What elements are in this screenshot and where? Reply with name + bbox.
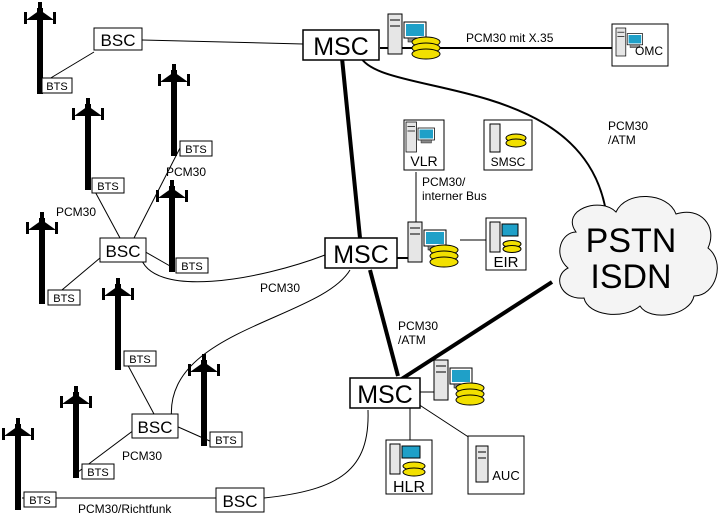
svg-text:BTS: BTS — [185, 144, 206, 156]
link-label-pcm30-atm-right-2: /ATM — [608, 133, 636, 147]
auc-label: AUC — [492, 468, 519, 483]
bts-box: BTS — [41, 77, 73, 94]
bts-box: BTS — [175, 257, 209, 274]
link-label-pcm30-atm-mid: PCM30 — [398, 319, 438, 333]
omc-label: OMC — [635, 44, 663, 58]
svg-text:BTS: BTS — [129, 354, 150, 366]
svg-text:BTS: BTS — [181, 261, 202, 273]
auc-server-icon — [475, 445, 489, 483]
link-label-pcm30-b: PCM30 — [56, 205, 96, 219]
svg-text:BTS: BTS — [215, 435, 236, 447]
svg-text:BTS: BTS — [29, 495, 50, 507]
smsc-node: SMSC — [483, 119, 533, 171]
bts-box: BTS — [209, 431, 243, 448]
msc-bottom: MSC — [349, 377, 421, 409]
link-labels: PCM30 mit X.35 PCM30 /ATM PCM30/ interne… — [56, 31, 648, 516]
svg-text:BTS: BTS — [97, 181, 118, 193]
msc-middle-label: MSC — [333, 241, 389, 269]
bts-box: BTS — [91, 177, 125, 194]
bsc-4-label: BSC — [223, 492, 258, 511]
bsc-3: BSC — [131, 413, 179, 439]
bsc-3-label: BSC — [138, 418, 173, 437]
link-label-pcm30-richtfunk: PCM30/Richtfunk — [78, 502, 172, 516]
bsc-2: BSC — [99, 237, 147, 263]
msc-middle-server-icon — [407, 221, 459, 268]
bsc-1: BSC — [93, 27, 143, 51]
antenna-icon — [72, 98, 104, 190]
hlr-node: HLR — [385, 439, 433, 496]
vlr-node: VLR — [403, 119, 445, 171]
eir-node: EIR — [485, 217, 527, 271]
link-label-pcm30-atm-mid-2: /ATM — [398, 333, 426, 347]
isdn-label: ISDN — [590, 258, 671, 296]
svg-text:BTS: BTS — [46, 81, 67, 93]
link-label-pcm30-d: PCM30 — [122, 449, 162, 463]
msc-top-server-icon — [387, 13, 441, 60]
link-label-interner-bus: interner Bus — [422, 189, 487, 203]
bts-box: BTS — [23, 491, 57, 508]
msc-bottom-server-icon — [433, 359, 485, 406]
smsc-database-icon — [489, 123, 527, 153]
msc-middle: MSC — [324, 237, 398, 269]
hlr-label: HLR — [393, 479, 425, 496]
pstn-label: PSTN — [586, 222, 677, 260]
link-label-pcm30-x35: PCM30 mit X.35 — [466, 31, 554, 45]
link-label-pcm30-a: PCM30 — [166, 165, 206, 179]
bts-box: BTS — [47, 289, 81, 306]
bsc-1-label: BSC — [101, 31, 136, 50]
smsc-label: SMSC — [491, 155, 526, 169]
bts-boxes: BTS BTS BTS BTS BTS BTS BTS BTS — [23, 77, 243, 508]
link-label-pcm30-bus: PCM30/ — [422, 175, 466, 189]
bts-box: BTS — [123, 350, 157, 367]
pstn-isdn-cloud: PSTN ISDN — [559, 196, 718, 316]
auc-node: AUC — [467, 435, 525, 495]
svg-text:BTS: BTS — [87, 467, 108, 479]
bsc-4: BSC — [215, 487, 265, 513]
bts-box: BTS — [179, 140, 213, 157]
bts-box: BTS — [81, 463, 115, 480]
omc-node: OMC — [611, 23, 669, 67]
msc-top: MSC — [302, 29, 380, 61]
bsc-2-label: BSC — [106, 242, 141, 261]
eir-database-icon — [489, 221, 522, 253]
msc-bottom-label: MSC — [357, 381, 413, 409]
eir-label: EIR — [493, 254, 518, 271]
svg-text:BTS: BTS — [53, 293, 74, 305]
msc-top-label: MSC — [313, 33, 369, 61]
link-label-pcm30-atm-right: PCM30 — [608, 119, 648, 133]
hlr-database-icon — [389, 443, 426, 477]
link-label-pcm30-c: PCM30 — [260, 281, 300, 295]
vlr-label: VLR — [410, 153, 437, 169]
